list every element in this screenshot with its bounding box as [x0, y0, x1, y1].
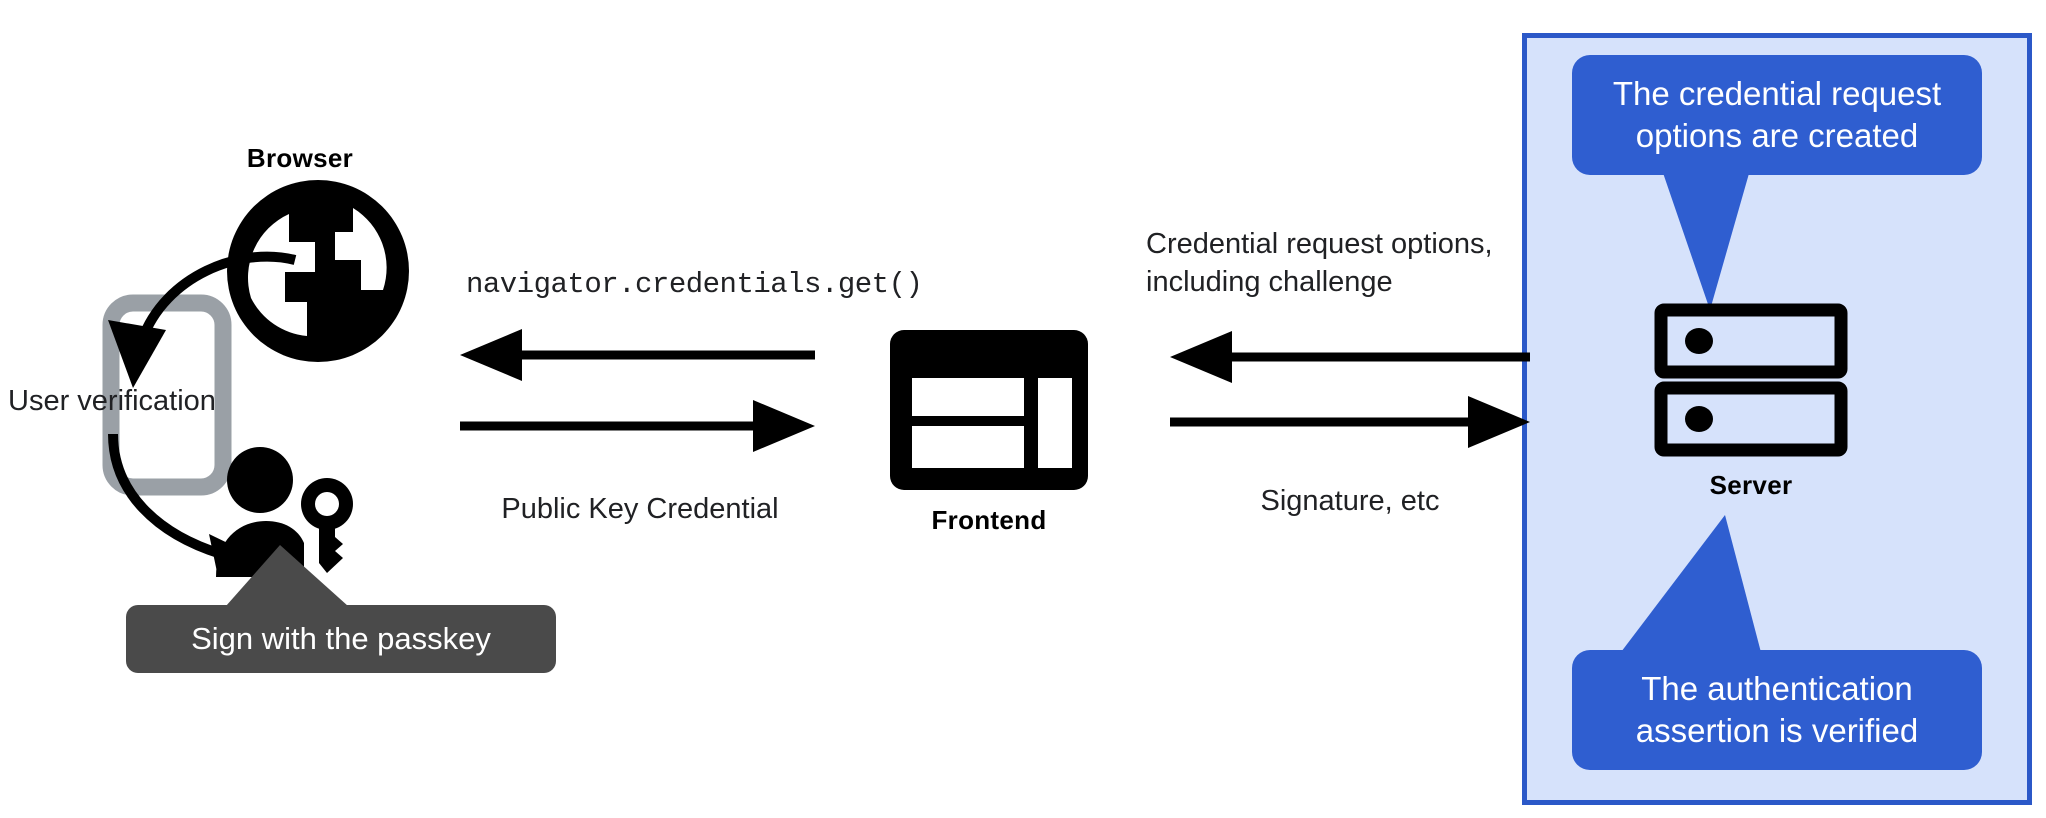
flow-label-navigator-credentials-get: navigator.credentials.get(): [466, 268, 923, 301]
curved-arrow-browser-to-phone: [108, 251, 297, 388]
web-layout-icon: [890, 330, 1088, 490]
flow-label-credential-request-options: Credential request options, including ch…: [1146, 228, 1493, 298]
callout-bottom-tail: [1615, 515, 1763, 660]
arrow-server-to-frontend-top: [1170, 331, 1530, 383]
flow-label-public-key-credential: Public Key Credential: [501, 493, 779, 525]
arrow-browser-to-frontend-bottom: [460, 400, 815, 452]
server-rack-icon: [1654, 303, 1848, 457]
flow-label-signature-etc: Signature, etc: [1260, 485, 1440, 517]
frontend-label: Frontend: [931, 505, 1047, 535]
sign-with-passkey-tooltip: Sign with the passkey: [126, 605, 556, 673]
tooltip-tail: [218, 545, 358, 615]
server-callout-top: The credential request options are creat…: [1572, 55, 1982, 175]
server-callout-bottom: The authentication assertion is verified: [1572, 650, 1982, 770]
arrow-frontend-to-browser-top: [460, 329, 815, 381]
browser-label: Browser: [246, 143, 354, 173]
user-verification-label: User verification: [8, 385, 216, 417]
globe-icon: [227, 180, 409, 362]
server-label: Server: [1709, 470, 1793, 500]
arrow-frontend-to-server-bottom: [1170, 396, 1530, 448]
callout-top-tail: [1600, 170, 1750, 310]
